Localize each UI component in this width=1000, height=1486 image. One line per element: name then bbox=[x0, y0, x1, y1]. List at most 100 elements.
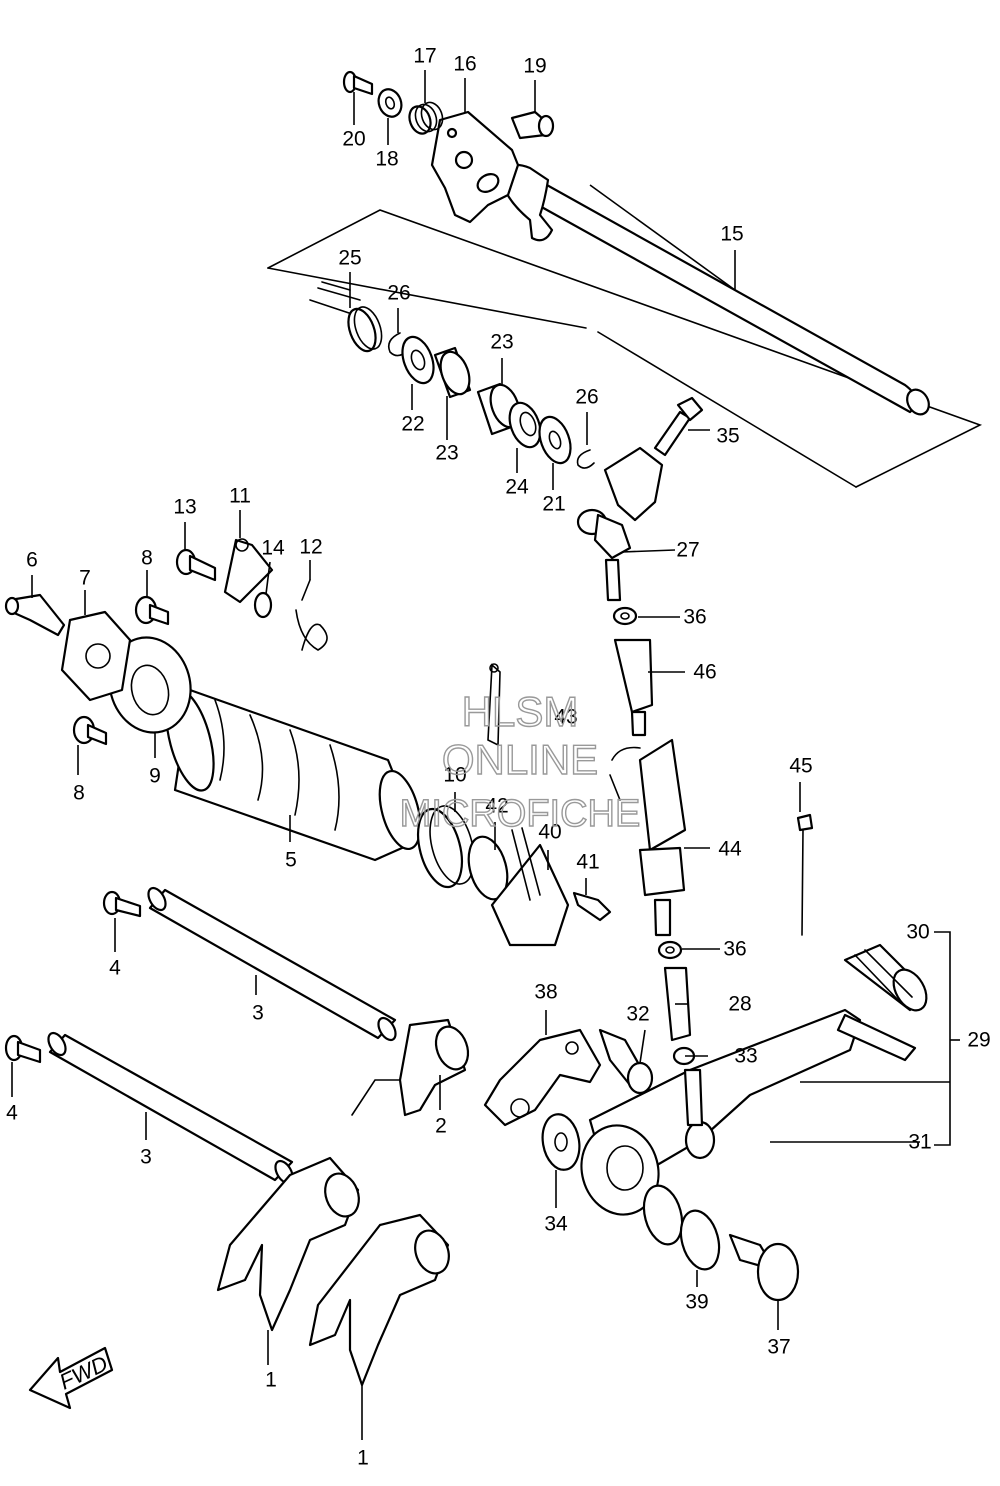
part-7-stopper-plate bbox=[60, 610, 132, 702]
callout-46: 46 bbox=[693, 661, 716, 684]
callout-5: 5 bbox=[285, 849, 297, 872]
part-30-footpeg bbox=[843, 943, 928, 1012]
callout-36: 36 bbox=[723, 938, 746, 961]
part-24-oil-seal bbox=[508, 401, 542, 449]
callout-3: 3 bbox=[140, 1146, 152, 1169]
callout-2: 2 bbox=[435, 1115, 447, 1138]
callout-39: 39 bbox=[685, 1291, 708, 1314]
callout-16: 16 bbox=[453, 53, 476, 76]
callout-28: 28 bbox=[728, 993, 751, 1016]
callout-36: 36 bbox=[683, 606, 706, 629]
callout-21: 21 bbox=[542, 493, 565, 516]
callout-26: 26 bbox=[575, 386, 598, 409]
callout-43: 43 bbox=[554, 706, 577, 729]
part-2-shift-fork bbox=[351, 1018, 470, 1117]
callout-1: 1 bbox=[357, 1447, 369, 1470]
part-9-cam-plate bbox=[108, 636, 192, 734]
part-21-washer bbox=[538, 415, 572, 465]
part-44-sensor bbox=[609, 738, 687, 937]
callout-14: 14 bbox=[261, 537, 285, 560]
callout-6: 6 bbox=[26, 549, 38, 572]
callout-23: 23 bbox=[435, 442, 458, 465]
callout-3: 3 bbox=[252, 1002, 264, 1025]
callout-30: 30 bbox=[906, 921, 929, 944]
part-20-bolt bbox=[342, 70, 374, 96]
callout-9: 9 bbox=[149, 765, 161, 788]
part-36-nut-lower bbox=[657, 940, 683, 960]
part-8-bolt-upper bbox=[134, 595, 170, 626]
callout-45: 45 bbox=[789, 755, 812, 778]
callout-10: 10 bbox=[443, 764, 466, 787]
callout-44: 44 bbox=[718, 838, 742, 861]
part-41-bolt bbox=[572, 891, 612, 922]
callout-4: 4 bbox=[6, 1102, 18, 1125]
part-29-pedal-shaft bbox=[836, 1013, 917, 1062]
callout-33: 33 bbox=[734, 1045, 757, 1068]
callout-11: 11 bbox=[229, 485, 251, 508]
callout-41: 41 bbox=[576, 851, 599, 874]
part-31-shift-lever bbox=[580, 1008, 862, 1216]
watermark-line-2: ONLINE bbox=[442, 736, 598, 783]
callout-40: 40 bbox=[538, 821, 561, 844]
part-36-nut-upper bbox=[612, 606, 638, 626]
callout-26: 26 bbox=[387, 282, 410, 305]
part-1-shift-fork-lower bbox=[308, 1213, 450, 1387]
callout-15: 15 bbox=[720, 223, 743, 246]
part-10-bearing bbox=[416, 805, 475, 889]
part-40-gear-position-switch bbox=[490, 827, 570, 947]
forward-arrow-icon: FWD bbox=[28, 1346, 114, 1410]
part-22-washer bbox=[401, 335, 435, 385]
leader-lines bbox=[11, 70, 960, 1440]
part-4-bolt-upper bbox=[102, 890, 142, 918]
callout-20: 20 bbox=[342, 128, 365, 151]
part-15-shift-shaft bbox=[498, 163, 930, 416]
part-39-washer bbox=[642, 1184, 721, 1271]
callout-31: 31 bbox=[908, 1131, 931, 1154]
callout-42: 42 bbox=[485, 795, 508, 818]
part-37-pivot-bolt bbox=[728, 1233, 800, 1302]
callout-18: 18 bbox=[375, 148, 398, 171]
shift-shaft-assembly-outline bbox=[267, 209, 983, 488]
part-34-washer bbox=[541, 1113, 581, 1171]
part-27-shift-lever bbox=[576, 446, 664, 602]
callout-labels: 1 1 2 3 3 4 4 5 6 7 8 8 9 10 11 12 13 14… bbox=[6, 45, 991, 1470]
part-45-cable-tie bbox=[796, 813, 814, 936]
watermark-line-3: MICROFICHE bbox=[400, 793, 641, 835]
callout-25: 25 bbox=[338, 247, 361, 270]
part-18-washer bbox=[377, 88, 403, 118]
part-35-bolt bbox=[653, 396, 704, 457]
callout-8: 8 bbox=[141, 547, 153, 570]
part-19-bolt bbox=[510, 110, 555, 140]
callout-7: 7 bbox=[79, 567, 91, 590]
callout-37: 37 bbox=[767, 1336, 790, 1359]
part-32-bolt bbox=[598, 1028, 654, 1095]
callout-13: 13 bbox=[173, 496, 196, 519]
callout-24: 24 bbox=[505, 476, 529, 499]
part-23-bushing-upper bbox=[433, 346, 472, 399]
part-12-spring bbox=[295, 579, 328, 651]
part-38-bracket bbox=[483, 1028, 602, 1127]
callout-38: 38 bbox=[534, 981, 557, 1004]
callout-34: 34 bbox=[544, 1213, 568, 1236]
callout-1: 1 bbox=[265, 1369, 277, 1392]
part-25-spring bbox=[309, 281, 383, 353]
part-3-fork-shaft-lower bbox=[47, 1031, 294, 1185]
part-14-washer bbox=[253, 591, 273, 619]
part-6-pin bbox=[4, 593, 66, 637]
callout-19: 19 bbox=[523, 55, 546, 78]
callout-8: 8 bbox=[73, 782, 85, 805]
part-17-spring bbox=[408, 101, 444, 135]
part-13-bolt bbox=[175, 548, 217, 582]
part-43-wire-bracket bbox=[487, 663, 501, 747]
callout-4: 4 bbox=[109, 957, 121, 980]
callout-35: 35 bbox=[716, 425, 739, 448]
watermark-line-1: HLSM bbox=[462, 688, 579, 735]
callout-12: 12 bbox=[299, 536, 322, 559]
part-16-shift-arm bbox=[430, 110, 520, 224]
part-1-shift-fork-upper bbox=[216, 1156, 360, 1332]
part-11-stopper-arm bbox=[223, 538, 274, 604]
part-26-circlip-lower bbox=[576, 449, 595, 469]
part-8-bolt-lower bbox=[72, 715, 108, 746]
callout-22: 22 bbox=[401, 413, 424, 436]
